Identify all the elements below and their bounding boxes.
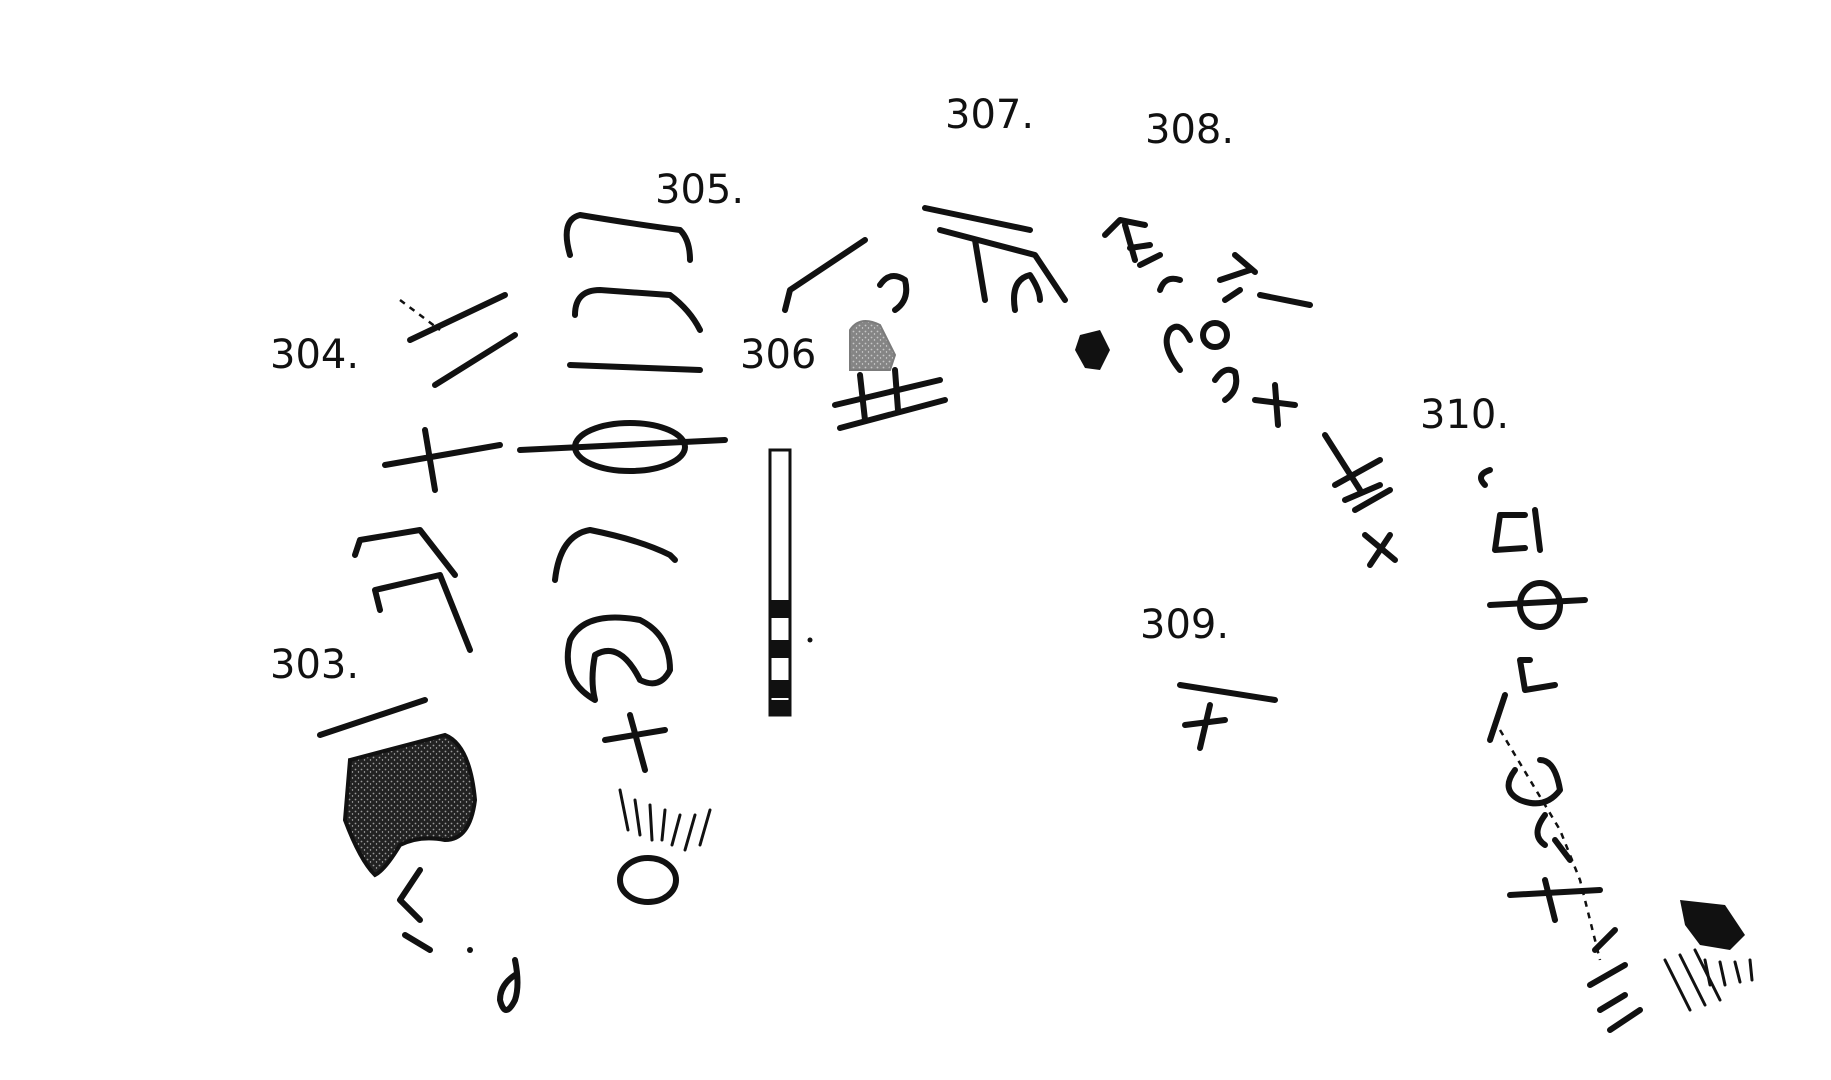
label-309: 309. bbox=[1140, 602, 1230, 648]
glyph-group-310 bbox=[1478, 467, 1754, 1033]
label-306: 306 bbox=[740, 332, 817, 378]
label-304: 304. bbox=[270, 332, 360, 378]
glyph-group-305 bbox=[517, 212, 728, 905]
label-305: 305. bbox=[655, 167, 745, 213]
glyph-group-306 bbox=[768, 448, 813, 717]
label-307: 307. bbox=[945, 92, 1035, 138]
label-303: 303. bbox=[270, 642, 360, 688]
glyph-group-304 bbox=[352, 292, 518, 653]
label-308: 308. bbox=[1145, 107, 1235, 153]
glyph-group-306-signs bbox=[782, 237, 948, 431]
glyph-group-309 bbox=[1177, 682, 1278, 751]
label-310: 310. bbox=[1420, 392, 1510, 438]
glyph-group-308 bbox=[1102, 217, 1398, 568]
glyph-group-303 bbox=[317, 697, 521, 1013]
glyph-group-307 bbox=[922, 205, 1110, 370]
